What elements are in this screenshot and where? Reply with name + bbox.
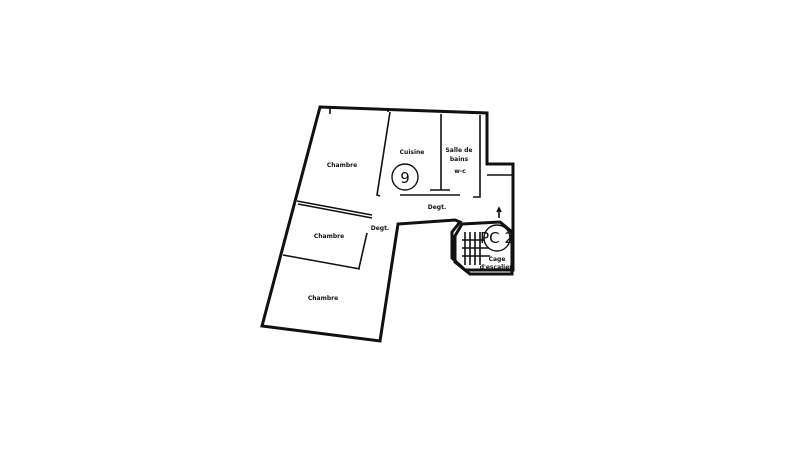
partition-chambre-cuisine [376, 110, 391, 197]
room-label-cuisine: Cuisine [400, 149, 425, 156]
room-label-bath-3: w-c [454, 168, 466, 175]
lot-number: 9 [400, 169, 410, 187]
arrow-up-icon [496, 206, 502, 218]
room-label-degt-left: Degt. [371, 225, 390, 232]
lot-number-circle [391, 163, 419, 191]
room-label-cage-2: d'escalier [480, 264, 513, 271]
room-label-bath-1: Salle de [445, 147, 472, 154]
room-label-chambre-top: Chambre [327, 162, 357, 169]
staircase [453, 220, 514, 276]
room-label-cage-1: Cage [489, 256, 506, 263]
room-label-degt-right: Degt. [428, 204, 447, 211]
room-label-chambre-bottom: Chambre [308, 295, 338, 302]
partition-cuisine-bain [400, 114, 460, 196]
stair-code-circle [483, 224, 511, 252]
partition-chambre1-2 [296, 200, 373, 219]
room-label-bath-2: bains [450, 156, 469, 163]
partition-bain [473, 115, 513, 198]
outer-wall [260, 105, 515, 343]
partition-degt-right [319, 106, 331, 114]
room-label-chambre-mid: Chambre [314, 233, 344, 240]
partition-chambre2-3 [282, 232, 368, 270]
stair-code: PC 2 [480, 229, 514, 247]
